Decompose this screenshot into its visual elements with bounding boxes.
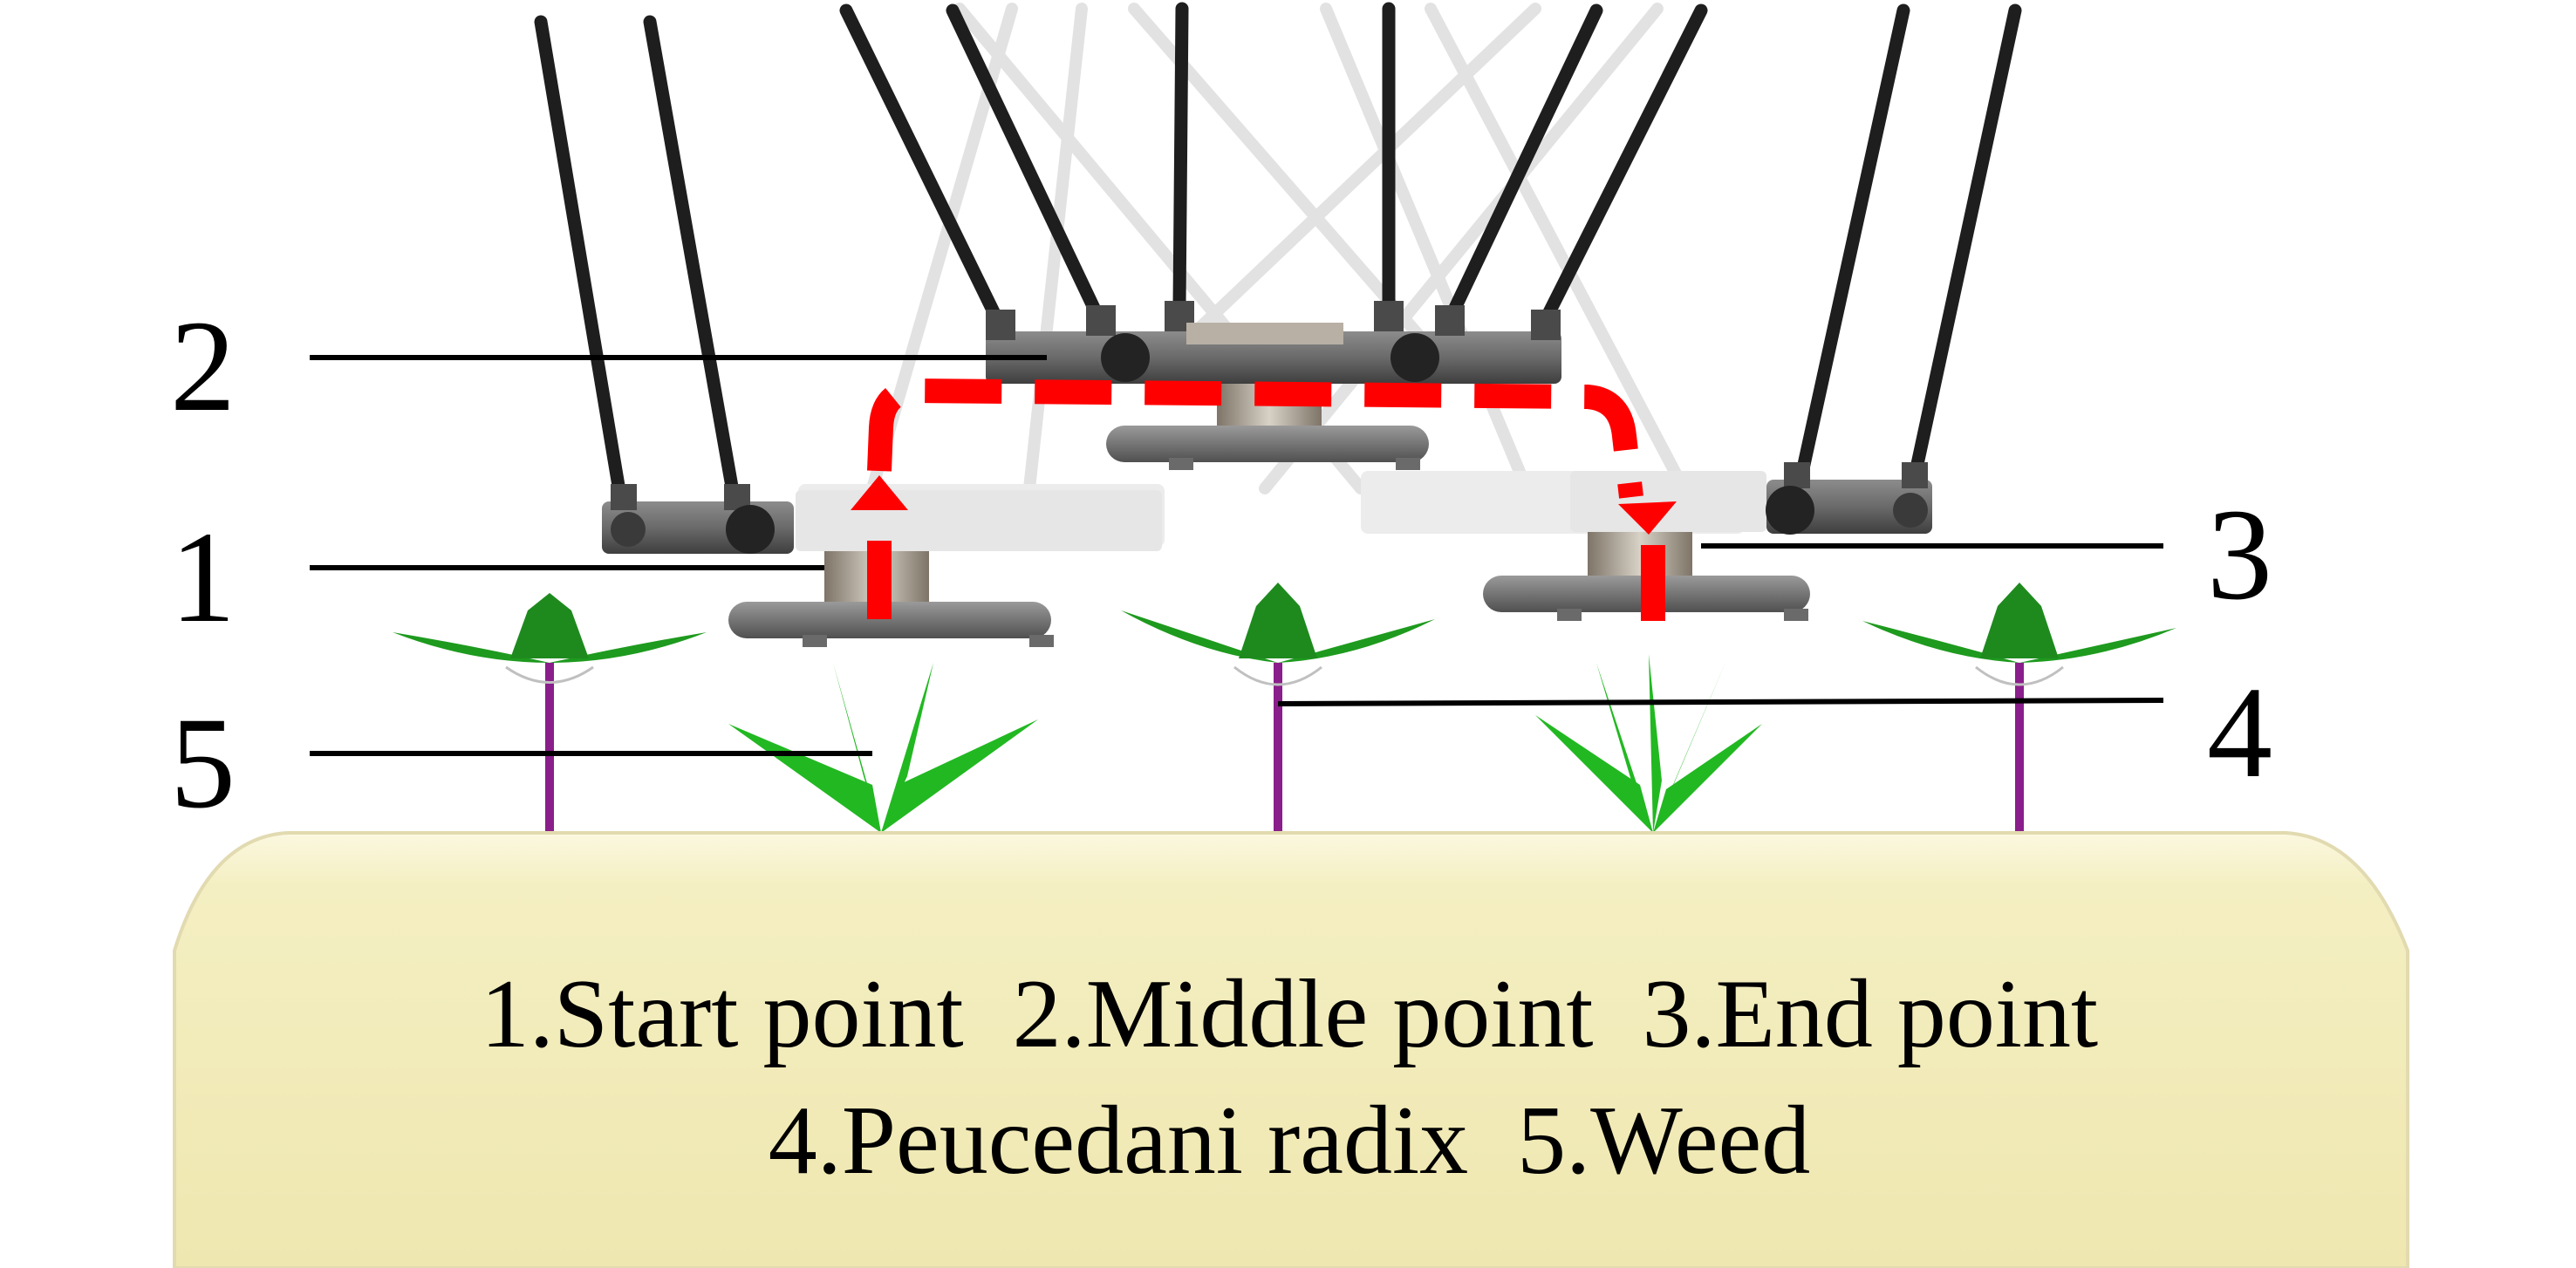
callout-peucedani-radix: 4 (2207, 660, 2272, 805)
weeding-trajectory (867, 378, 1665, 621)
middle-pose-rods (839, 2, 1708, 330)
start-pose-platform (602, 484, 1162, 647)
arrow-icon (851, 475, 908, 510)
soil-bed (173, 831, 2409, 1268)
peucedani-radix-plant (1121, 583, 1435, 833)
callout-end-point: 3 (2207, 482, 2272, 627)
arrow-icon (1618, 501, 1677, 535)
start-pose-rods (534, 15, 741, 508)
callout-start-point: 1 (170, 505, 236, 650)
leader-lines (310, 355, 2164, 756)
end-pose-rods (1792, 3, 2022, 495)
weed-plant (728, 663, 1038, 833)
middle-pose-platform (986, 301, 1561, 470)
weed-plant (1535, 654, 1762, 833)
callout-weed: 5 (170, 691, 236, 835)
callout-middle-point: 2 (170, 294, 236, 439)
caption-line-1: 1.Start point 2.Middle point 3.End point (481, 960, 2098, 1068)
leader-line-peucedani (1277, 698, 2164, 706)
peucedani-radix-plant (393, 593, 707, 833)
peucedani-radix-plant (1862, 583, 2176, 833)
caption-line-2: 4.Peucedani radix 5.Weed (769, 1087, 1811, 1195)
